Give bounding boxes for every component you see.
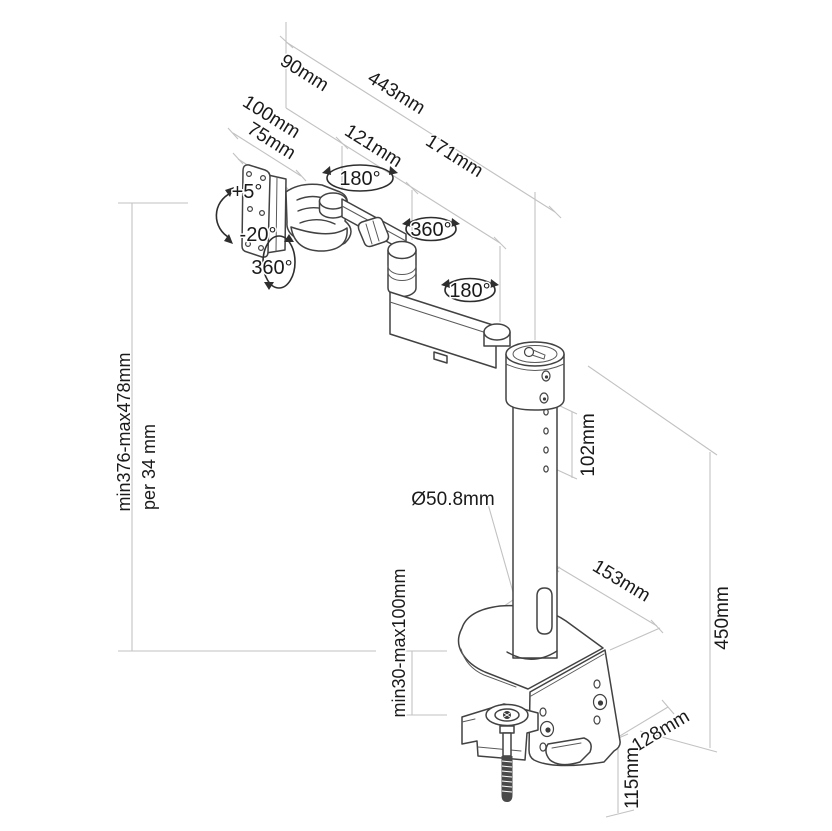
- pole-head: [505, 341, 565, 411]
- angle-label-arm-rotation: 360°: [410, 219, 451, 241]
- dim-label-pole-pitch: 102mm: [578, 413, 599, 476]
- dim-label-desk-thickness: min30-max100mm: [389, 568, 409, 717]
- dim-label-height-range: min376-max478mm: [114, 352, 134, 511]
- angle-label-tilt-down: -20°: [240, 224, 277, 246]
- dim-label-segment-90: 90mm: [276, 50, 332, 96]
- bottom-swivel-ellipse: [444, 277, 496, 303]
- joint-cap: [318, 192, 348, 219]
- dim-label-height-step: per 34 mm: [139, 424, 159, 510]
- angle-label-tilt-up: +5°: [232, 181, 263, 203]
- middle-joint: [387, 240, 417, 298]
- dim-label-pole-height: 450mm: [712, 586, 733, 649]
- clamp-foot: [545, 737, 592, 766]
- vesa-rotation-ellipse: [262, 235, 296, 289]
- dimension-labels: 90mm 443mm 121mm 171mm 100mm 75mm +5° -2…: [113, 49, 735, 811]
- tilt-arc: [215, 192, 232, 239]
- dim-label-segment-171: 171mm: [422, 131, 487, 182]
- plate-pole-hole: [506, 650, 558, 660]
- lower-arm: [389, 291, 497, 369]
- angle-label-bottom-swivel: 180°: [449, 280, 490, 302]
- arm-rotation-ellipse: [405, 216, 457, 242]
- vesa-plate: [241, 164, 271, 258]
- monitor-arm-artwork: [241, 164, 621, 802]
- clamp-body: [528, 649, 621, 767]
- dim-label-clamp-depth: 153mm: [589, 556, 654, 607]
- dim-label-segment-121: 121mm: [341, 121, 406, 172]
- top-swivel-ellipse: [326, 164, 394, 192]
- pole-slot: [536, 587, 553, 635]
- dimension-lines: [118, 22, 718, 818]
- pole: [512, 399, 558, 659]
- screw-thread: [501, 756, 513, 802]
- angle-label-vesa-rotation: 360°: [251, 257, 292, 279]
- dim-label-clamp-height: 115mm: [622, 747, 643, 809]
- dim-label-pole-diameter: Ø50.8mm: [411, 489, 494, 510]
- angle-label-top-swivel: 180°: [339, 168, 380, 190]
- elbow-joint: [483, 323, 511, 347]
- clamp-screw: [485, 703, 529, 802]
- angle-annotations: [215, 164, 499, 303]
